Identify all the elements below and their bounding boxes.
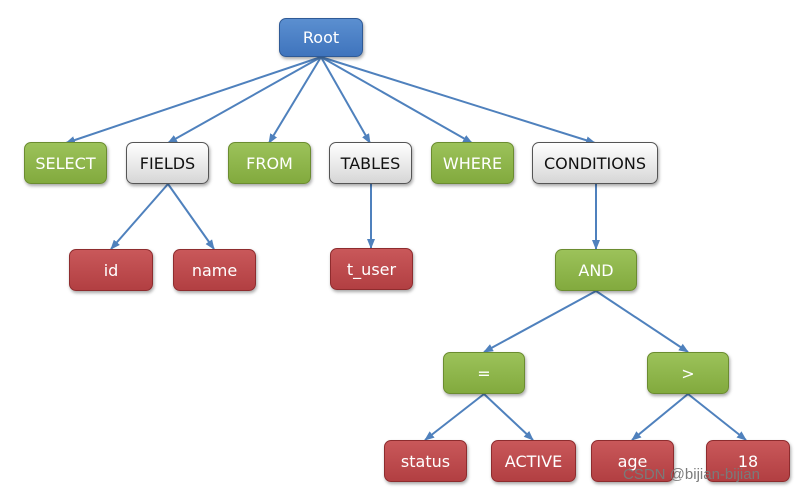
- tables-node: TABLES: [329, 142, 412, 184]
- select-node: SELECT: [24, 142, 107, 184]
- active-node: ACTIVE: [491, 440, 576, 482]
- tree-edge: [687, 393, 747, 441]
- watermark: CSDN @bijian-bijian: [623, 466, 760, 483]
- where-node: WHERE: [431, 142, 514, 184]
- from-node: FROM: [228, 142, 311, 184]
- field-name-node: name: [173, 249, 256, 291]
- status-node: status: [384, 440, 467, 482]
- equals-operator-node: =: [443, 352, 525, 394]
- tree-edge: [167, 183, 215, 250]
- tree-edge: [424, 393, 485, 441]
- tree-edge: [320, 56, 596, 145]
- age-node: age: [591, 440, 674, 482]
- tree-edge: [167, 56, 322, 144]
- conditions-node: CONDITIONS: [532, 142, 658, 184]
- tree-edge: [110, 183, 169, 250]
- tree-edge: [483, 393, 534, 441]
- age-value-node: 18: [706, 440, 790, 482]
- tree-edge: [631, 393, 689, 441]
- tree-edge: [320, 56, 371, 144]
- tree-edge: [483, 290, 597, 353]
- table-name-node: t_user: [330, 248, 413, 290]
- field-id-node: id: [69, 249, 153, 291]
- tree-edge: [268, 56, 322, 144]
- and-node: AND: [555, 249, 637, 291]
- fields-node: FIELDS: [126, 142, 209, 184]
- tree-edge: [320, 56, 473, 144]
- tree-edge: [65, 56, 322, 144]
- greater-than-node: >: [647, 352, 729, 394]
- root-node: Root: [279, 18, 363, 57]
- tree-edge: [595, 290, 689, 353]
